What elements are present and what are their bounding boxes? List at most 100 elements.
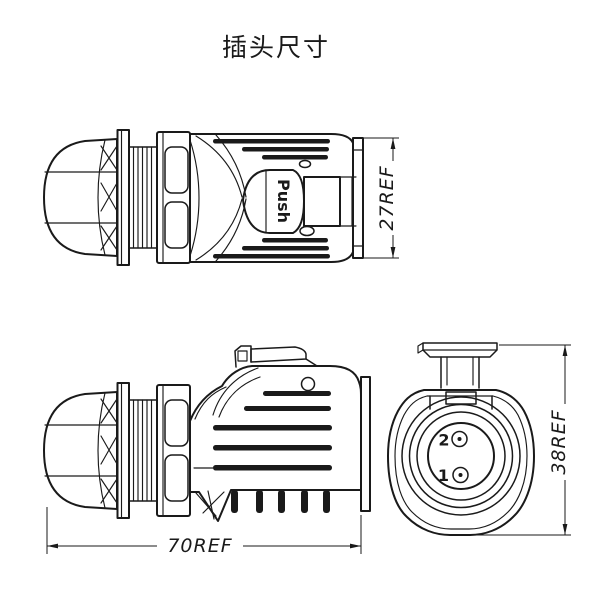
nut-flat-top <box>164 399 189 447</box>
page-title: 插头尺寸 <box>222 33 330 62</box>
slider-lines <box>339 176 357 227</box>
push-button: Push <box>242 169 305 234</box>
dome-inner-arc <box>97 392 106 509</box>
dim-arrow-left <box>47 543 58 549</box>
dim-label-70ref: 70REF <box>167 535 232 557</box>
coupling-ring-inner <box>416 411 506 501</box>
mating-end-cap <box>360 376 371 512</box>
funnel-curves <box>195 134 247 262</box>
dim-arrow-down <box>562 524 568 535</box>
nut-outline <box>156 131 191 264</box>
pin-2-center-dot <box>457 437 462 441</box>
grip-rib <box>213 139 330 144</box>
latch-neck <box>440 356 480 389</box>
grip-rib <box>262 155 328 160</box>
latch-slider <box>303 176 357 227</box>
flange-outline <box>116 382 130 519</box>
dome-outline <box>43 138 118 257</box>
grip-ribs-top <box>213 139 330 259</box>
flange-outline <box>116 129 130 266</box>
hex-nut-side <box>156 384 191 517</box>
pin-1-label: 1 <box>438 466 449 485</box>
cap-ticks <box>352 149 364 247</box>
key-notch <box>445 391 477 405</box>
latch-bar <box>250 346 307 363</box>
thread-lines <box>132 399 153 502</box>
front-body-outline <box>387 389 535 536</box>
screw-hole-bottom <box>299 225 315 237</box>
pin-1: 1 <box>438 466 469 485</box>
pin-2: 2 <box>438 430 468 450</box>
thread-lines <box>132 146 153 249</box>
dimension-70ref: 70REF <box>46 507 362 557</box>
bottom-pegs <box>231 490 330 513</box>
mating-end-cap <box>352 137 364 259</box>
latch-hook-inner <box>237 350 248 362</box>
side-view-drawing: 70REF <box>43 345 371 557</box>
grip-rib <box>242 246 329 251</box>
peg <box>231 490 238 513</box>
dome-knurl-marks <box>100 398 118 504</box>
latch-hook <box>234 345 252 368</box>
top-view-drawing: Push 27REF <box>43 129 399 266</box>
latch-slant <box>305 358 318 367</box>
push-button-outline <box>242 169 305 234</box>
vent-slot <box>263 391 331 396</box>
extension-lines <box>477 344 571 536</box>
dim-label-27ref: 27REF <box>376 165 398 230</box>
gland-flange-side <box>116 382 130 519</box>
front-body-inner-outline <box>394 395 528 530</box>
ramp-curves <box>194 367 261 420</box>
nut-flat-bottom <box>164 454 189 502</box>
pin-1-contact <box>452 466 469 484</box>
pin-1-center-dot <box>458 473 463 477</box>
nut-outline <box>156 384 191 517</box>
grip-rib <box>242 147 329 152</box>
vent-slot <box>213 425 332 431</box>
vent-slot <box>213 465 332 471</box>
dome-inner-arc <box>97 139 106 256</box>
grip-rib <box>262 238 328 243</box>
dim-arrow-up <box>562 345 568 356</box>
dim-label-38ref: 38REF <box>548 409 570 474</box>
dome-knurl-marks <box>100 145 118 251</box>
latch-tab-front <box>417 342 498 389</box>
vent-slot <box>213 445 332 451</box>
dome-outline <box>43 391 118 510</box>
pin-2-contact <box>451 430 468 448</box>
push-button-label: Push <box>274 179 293 223</box>
latch-neck-inner <box>446 356 474 386</box>
vent-slot <box>244 406 331 411</box>
body-left-seam <box>189 139 200 257</box>
nut-flat-bottom <box>164 201 189 249</box>
hinge-marks <box>429 395 493 410</box>
dim-arrow-right <box>350 543 361 549</box>
latch-left-tab <box>417 342 424 354</box>
dome-cap <box>43 138 118 257</box>
pin-2-label: 2 <box>438 431 449 450</box>
connector-body-top: Push <box>189 133 364 263</box>
gland-flange <box>116 129 130 266</box>
dimension-27ref: 27REF <box>364 137 399 259</box>
vent-slots <box>213 391 332 471</box>
body-outline <box>189 365 362 522</box>
thread-section-side <box>128 399 158 502</box>
peg <box>278 490 285 513</box>
connector-body-side <box>189 345 371 522</box>
hex-nut <box>156 131 191 264</box>
coupling-ring-outer <box>401 396 521 516</box>
dim-arrow-down <box>390 247 396 258</box>
screw-hole <box>300 376 316 392</box>
thread-section <box>128 146 158 249</box>
grip-rib <box>213 254 330 259</box>
nut-flat-top <box>164 146 189 194</box>
slider-outline <box>303 176 341 227</box>
wedge-hatch <box>195 490 225 520</box>
dim-arrow-up <box>390 138 396 149</box>
screw-hole-top <box>298 159 312 169</box>
coupling-ring-mid <box>408 403 514 509</box>
dome-cap-side <box>43 391 118 510</box>
peg <box>256 490 263 513</box>
latch-clip <box>234 345 318 368</box>
